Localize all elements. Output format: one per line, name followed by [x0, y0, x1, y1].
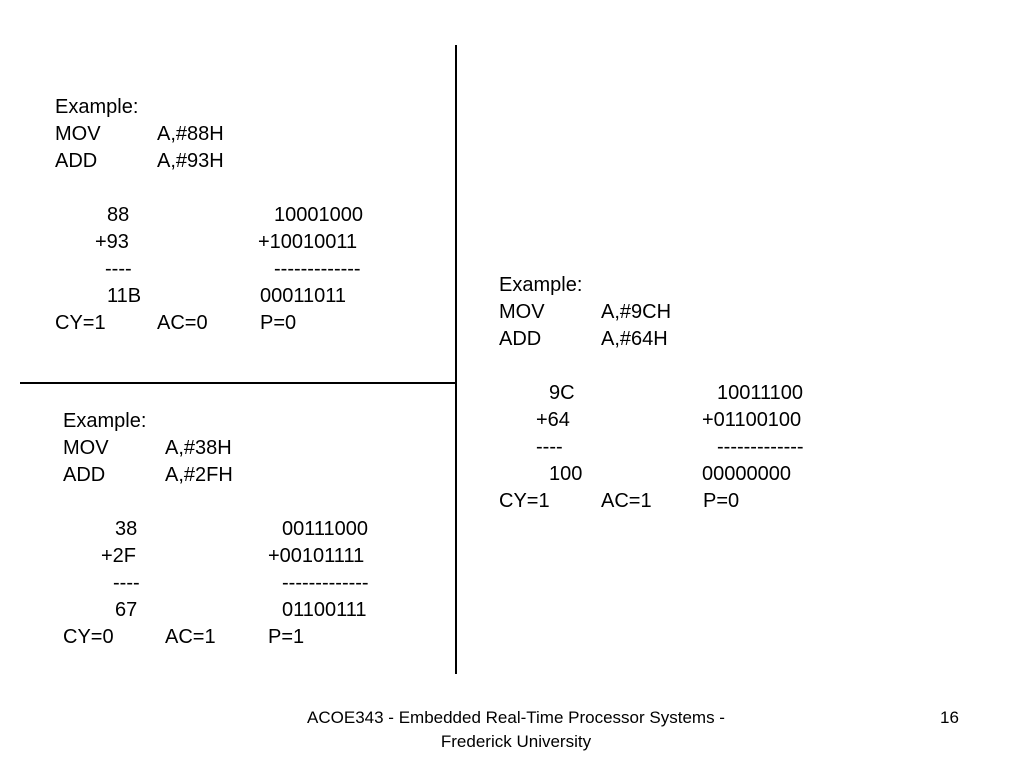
footer-line-2: Frederick University — [440, 732, 592, 751]
instruction-operand: A,#2FH — [165, 464, 233, 486]
aux-carry-flag: AC=1 — [165, 626, 216, 648]
instruction-operand: A,#38H — [165, 437, 232, 459]
example-block-2: Example: MOV A,#38H ADD A,#2FH 38 001110… — [63, 408, 369, 651]
hex-operand-a: 38 — [115, 518, 138, 540]
example-block-3: Example: MOV A,#9CH ADD A,#64H 9C 100111… — [499, 272, 804, 515]
hex-operand-b: +2F — [101, 545, 137, 567]
binary-operand-b: +00101111 — [268, 545, 365, 567]
example-heading: Example: — [55, 96, 139, 118]
instruction-operand: A,#93H — [157, 150, 224, 172]
carry-flag: CY=0 — [63, 626, 114, 648]
horizontal-divider — [20, 382, 457, 384]
binary-rule: ------------- — [282, 572, 369, 594]
hex-rule: ---- — [105, 258, 132, 280]
binary-sum: 00011011 — [260, 285, 347, 307]
hex-sum: 11B — [107, 285, 142, 307]
binary-sum: 00000000 — [702, 463, 791, 485]
carry-flag: CY=1 — [55, 312, 106, 334]
binary-rule: ------------- — [717, 436, 804, 458]
binary-operand-a: 10011100 — [717, 382, 804, 404]
hex-sum: 100 — [549, 463, 583, 485]
parity-flag: P=1 — [268, 626, 305, 648]
instruction-opcode: ADD — [55, 150, 98, 172]
instruction-opcode: ADD — [63, 464, 106, 486]
hex-sum: 67 — [115, 599, 138, 621]
instruction-opcode: ADD — [499, 328, 542, 350]
footer-course-title: ACOE343 - Embedded Real-Time Processor S… — [240, 706, 792, 754]
footer-line-1: ACOE343 - Embedded Real-Time Processor S… — [307, 708, 725, 727]
binary-operand-b: +01100100 — [702, 409, 802, 431]
hex-rule: ---- — [536, 436, 563, 458]
aux-carry-flag: AC=1 — [601, 490, 652, 512]
binary-sum: 01100111 — [282, 599, 367, 621]
binary-operand-a: 10001000 — [274, 204, 363, 226]
page-number: 16 — [940, 708, 959, 727]
parity-flag: P=0 — [260, 312, 297, 334]
carry-flag: CY=1 — [499, 490, 550, 512]
instruction-operand: A,#64H — [601, 328, 668, 350]
binary-operand-a: 00111000 — [282, 518, 369, 540]
instruction-operand: A,#9CH — [601, 301, 672, 323]
example-heading: Example: — [63, 410, 147, 432]
instruction-opcode: MOV — [499, 301, 545, 323]
example-heading: Example: — [499, 274, 583, 296]
vertical-divider — [455, 45, 457, 674]
parity-flag: P=0 — [703, 490, 740, 512]
hex-operand-b: +93 — [95, 231, 129, 253]
instruction-opcode: MOV — [63, 437, 109, 459]
aux-carry-flag: AC=0 — [157, 312, 208, 334]
hex-operand-b: +64 — [536, 409, 570, 431]
binary-rule: ------------- — [274, 258, 361, 280]
instruction-opcode: MOV — [55, 123, 101, 145]
instruction-operand: A,#88H — [157, 123, 224, 145]
example-block-1: Example: MOV A,#88H ADD A,#93H 88 100010… — [55, 94, 363, 337]
binary-operand-b: +10010011 — [258, 231, 358, 253]
hex-operand-a: 9C — [549, 382, 575, 404]
hex-rule: ---- — [113, 572, 140, 594]
hex-operand-a: 88 — [107, 204, 130, 226]
